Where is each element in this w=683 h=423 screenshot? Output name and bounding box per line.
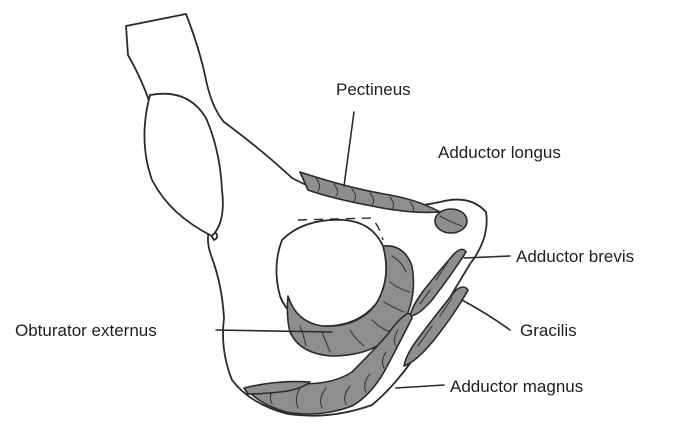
label-pectineus: Pectineus <box>336 80 411 99</box>
label-adductor-magnus: Adductor magnus <box>450 377 583 396</box>
pectineus-leader <box>344 112 354 186</box>
label-adductor-longus: Adductor longus <box>438 143 561 162</box>
label-adductor-brevis: Adductor brevis <box>516 247 634 266</box>
gracilis-leader <box>462 300 510 330</box>
label-obturator-externus: Obturator externus <box>15 321 157 340</box>
adductor-magnus-leader <box>396 385 444 388</box>
label-gracilis: Gracilis <box>520 321 577 340</box>
adductor-longus-attachment <box>435 209 467 233</box>
